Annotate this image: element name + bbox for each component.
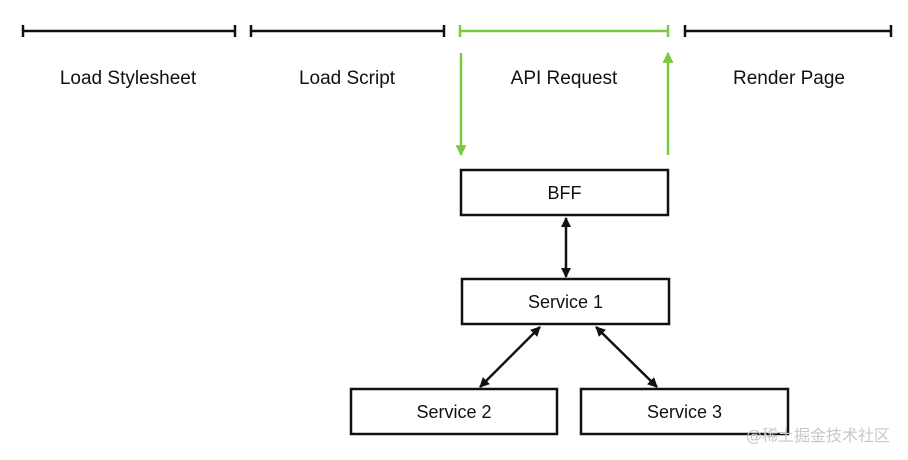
timeline-segment-api-request <box>458 25 670 37</box>
node-service2-label: Service 2 <box>416 402 491 422</box>
timeline-segment-load-script <box>249 25 446 37</box>
node-service2: Service 2 <box>349 387 559 436</box>
phase-label-load-script: Load Script <box>299 68 396 89</box>
node-bff-label: BFF <box>548 183 582 203</box>
timeline-segment-load-stylesheet <box>21 25 237 37</box>
service1-service3-arrow <box>595 326 658 388</box>
node-service1: Service 1 <box>460 277 671 326</box>
phase-label-render-page: Render Page <box>733 68 845 89</box>
phase-label-api-request: API Request <box>511 68 618 89</box>
phase-label-load-stylesheet: Load Stylesheet <box>60 68 197 89</box>
node-service1-label: Service 1 <box>528 292 603 312</box>
node-bff: BFF <box>459 168 670 217</box>
timeline-segment-render-page <box>683 25 893 37</box>
node-service3-label: Service 3 <box>647 402 722 422</box>
service1-service2-arrow <box>479 326 541 388</box>
node-service3: Service 3 <box>579 387 790 436</box>
watermark-text: @稀土掘金技术社区 <box>746 426 890 445</box>
